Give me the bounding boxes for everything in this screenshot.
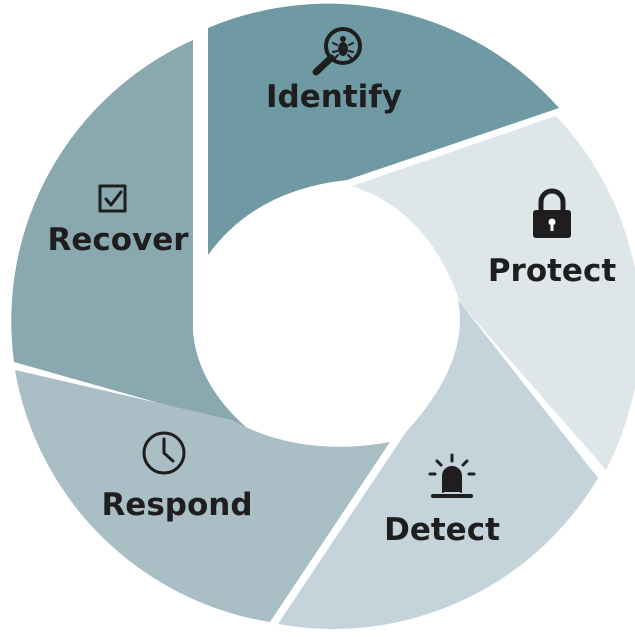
clock-icon — [142, 431, 186, 475]
segment-respond — [15, 370, 390, 622]
segment-recover — [11, 40, 247, 428]
segment-detect — [278, 300, 598, 629]
checkbox-icon — [98, 184, 127, 213]
label-protect: Protect — [488, 253, 617, 289]
label-respond: Respond — [101, 487, 252, 523]
magnifier-bug-icon — [312, 27, 362, 76]
label-detect: Detect — [384, 512, 500, 548]
padlock-icon — [533, 188, 571, 238]
label-recover: Recover — [47, 222, 189, 258]
segment-identify — [208, 3, 559, 256]
alarm-siren-icon — [428, 453, 476, 498]
label-identify: Identify — [266, 79, 402, 115]
